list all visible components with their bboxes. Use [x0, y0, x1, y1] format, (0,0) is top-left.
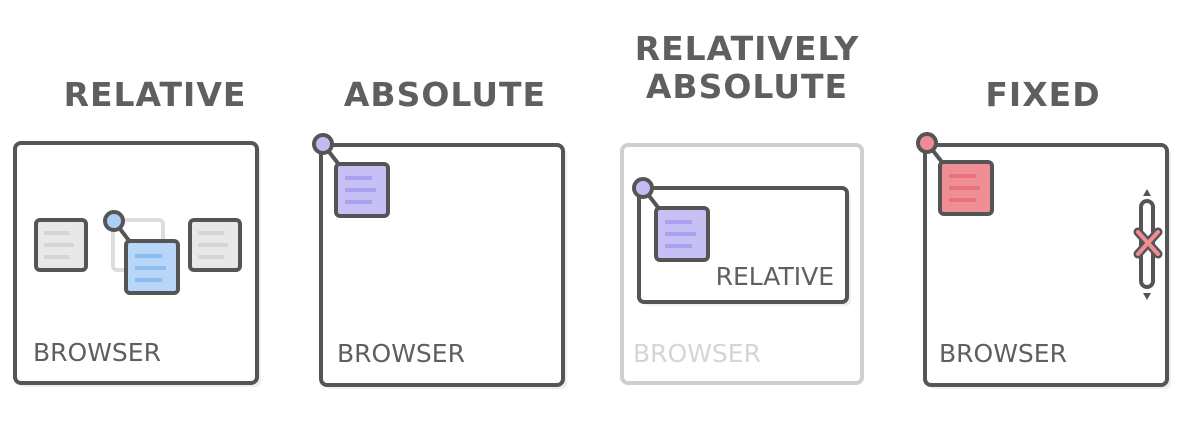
fixed-title: FIXED: [985, 75, 1101, 114]
anchor-dot: [103, 210, 125, 232]
absolute-element: [334, 162, 390, 218]
anchor-dot: [312, 133, 334, 155]
relatively-absolute-panel: BROWSER RELATIVE: [620, 143, 864, 385]
absolute-child-element: [654, 206, 710, 262]
relatively-absolute-title: RELATIVELY ABSOLUTE: [612, 30, 882, 106]
relative-container-label: RELATIVE: [716, 262, 834, 291]
relative-panel: BROWSER: [13, 141, 261, 387]
scroll-blocked-x-icon: [1133, 227, 1163, 259]
browser-label: BROWSER: [33, 338, 161, 367]
relative-title: RELATIVE: [63, 75, 247, 114]
absolute-panel: BROWSER: [312, 133, 567, 389]
fixed-panel: BROWSER: [916, 132, 1171, 389]
scroll-down-arrow-icon[interactable]: [1143, 293, 1151, 300]
browser-label: BROWSER: [633, 339, 761, 368]
relatively-absolute-title-line2: ABSOLUTE: [645, 67, 849, 106]
browser-label: BROWSER: [337, 339, 465, 368]
browser-label: BROWSER: [939, 339, 1067, 368]
anchor-dot: [632, 177, 654, 199]
fixed-element: [938, 160, 994, 216]
relative-element: [124, 239, 180, 295]
scroll-up-arrow-icon[interactable]: [1143, 189, 1151, 196]
relatively-absolute-title-line1: RELATIVELY: [634, 29, 860, 68]
anchor-dot: [916, 132, 938, 154]
absolute-title: ABSOLUTE: [343, 75, 547, 114]
static-element-left: [34, 218, 88, 272]
static-element-right: [188, 218, 242, 272]
scrollbar[interactable]: [1133, 189, 1163, 300]
